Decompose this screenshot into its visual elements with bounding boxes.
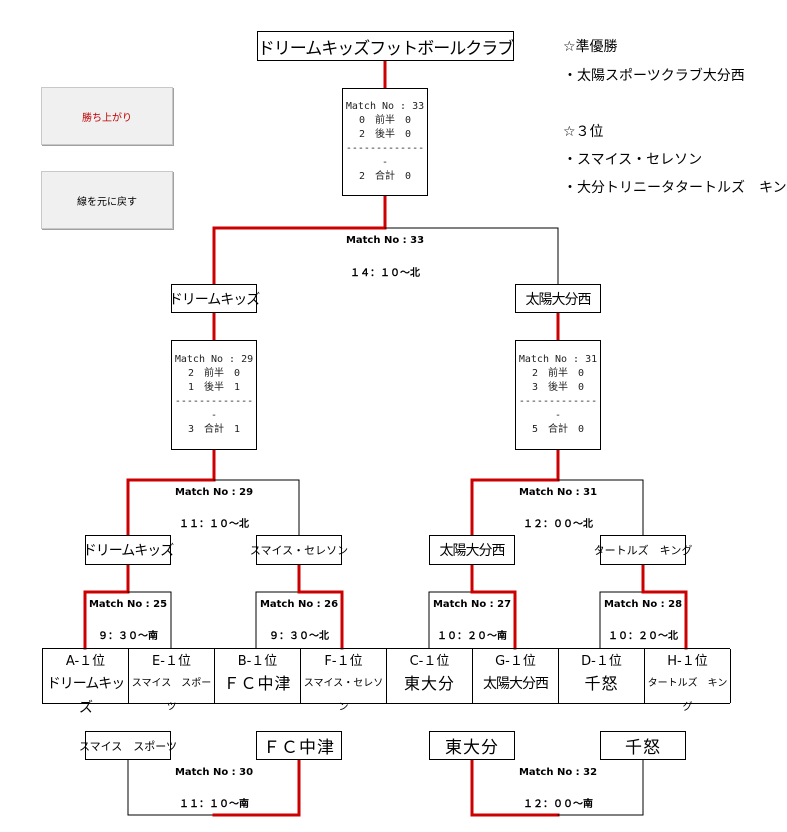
semi-right-score-box: Match No : 31 2 前半 0 3 後半 0 ------------…: [515, 340, 601, 450]
seed-position: H-１位: [667, 654, 708, 669]
consolation-right-team-a: 東大分: [429, 731, 515, 760]
seed-team: スマイス スポーツ: [131, 678, 212, 713]
team-name: 太陽大分西: [525, 291, 592, 308]
seed-position: B-１位: [237, 654, 278, 669]
consolation-left-time: １１：１０～南: [179, 799, 249, 810]
score-separator: --------------: [518, 396, 598, 421]
seed-cell: C-１位 東大分: [387, 649, 473, 703]
score-separator: --------------: [174, 396, 254, 421]
final-match-time: １４：１０～北: [350, 268, 420, 279]
reset-lines-button[interactable]: 線を元に戻す: [41, 171, 173, 229]
score-match-no: Match No : 31: [518, 354, 598, 365]
seed-position: C-１位: [409, 654, 450, 669]
team-name: 東大分: [445, 738, 499, 758]
seed-cell: F-１位 スマイス・セレソン: [301, 649, 387, 713]
team-name: ＦＣ中津: [263, 738, 335, 758]
semi-left-match-label: Match No : 29: [174, 487, 254, 498]
final-match-label: Match No : 33: [345, 235, 425, 246]
team-name: ドリームキッズ: [82, 543, 175, 559]
score-second-half: 2 後半 0: [358, 129, 412, 140]
team-name: 太陽大分西: [439, 543, 506, 559]
seed-team: タートルズ キング: [647, 678, 728, 713]
seed-position: D-１位: [581, 654, 622, 669]
seed-team: 千怒: [584, 674, 619, 693]
score-first-half: 2 前半 0: [531, 368, 585, 379]
qf-25-label: Match No : 25: [88, 599, 168, 610]
team-name: スマイス・セレソン: [249, 544, 349, 557]
seed-team: 太陽大分西: [483, 676, 549, 692]
team-name: スマイス スポーツ: [78, 739, 178, 753]
qf-26-label: Match No : 26: [259, 599, 339, 610]
consolation-right-label: Match No : 32: [518, 767, 598, 778]
qf-25-time: ９：３０～南: [98, 631, 158, 642]
qf-27-label: Match No : 27: [432, 599, 512, 610]
semi-left-score-box: Match No : 29 2 前半 0 1 後半 1 ------------…: [171, 340, 257, 450]
seed-team: ドリームキッズ: [46, 676, 126, 716]
consolation-left-team-b: ＦＣ中津: [256, 731, 342, 760]
team-name: 千怒: [625, 738, 661, 758]
qf-28-label: Match No : 28: [603, 599, 683, 610]
seed-cell: D-１位 千怒: [559, 649, 645, 703]
team-name: タートルズ キング: [593, 544, 693, 557]
seed-position: G-１位: [495, 654, 536, 669]
final-right-team: 太陽大分西: [515, 284, 601, 313]
third-place-heading: ☆３位: [563, 124, 604, 140]
score-match-no: Match No : 29: [174, 354, 254, 365]
seed-cell: G-１位 太陽大分西: [473, 649, 559, 703]
score-match-no: Match No : 33: [345, 101, 425, 112]
score-total: 3 合計 1: [187, 424, 241, 435]
score-first-half: 2 前半 0: [187, 368, 241, 379]
semi-left-match-time: １１：１０～北: [179, 519, 249, 530]
semi-right-team-a: 太陽大分西: [429, 535, 515, 565]
runner-up-heading: ☆準優勝: [563, 39, 618, 55]
score-second-half: 1 後半 1: [187, 382, 241, 393]
seed-position: F-１位: [324, 654, 363, 669]
qf-26-time: ９：３０～北: [269, 631, 329, 642]
score-first-half: 0 前半 0: [358, 115, 412, 126]
seed-cell: B-１位 ＦＣ中津: [215, 649, 301, 703]
seed-team: 東大分: [403, 674, 455, 693]
consolation-right-time: １２：００～南: [523, 799, 593, 810]
score-separator: --------------: [345, 143, 425, 168]
qf-28-time: １０：２０～北: [608, 631, 678, 642]
seed-team: ＦＣ中津: [223, 674, 292, 693]
semi-right-match-label: Match No : 31: [518, 487, 598, 498]
score-second-half: 3 後半 0: [531, 382, 585, 393]
seed-position: A-１位: [65, 654, 106, 669]
semi-left-team-a: ドリームキッズ: [82, 535, 175, 565]
score-total: 5 合計 0: [531, 424, 585, 435]
final-score-box: Match No : 33 0 前半 0 2 後半 0 ------------…: [342, 88, 428, 196]
runner-up-name: ・太陽スポーツクラブ大分西: [563, 68, 745, 84]
seed-cell: H-１位 タートルズ キング: [645, 649, 731, 713]
champion-name: ドリームキッズフットボールクラブ: [257, 38, 514, 59]
semi-left-team-b: スマイス・セレソン: [250, 535, 348, 565]
seed-team: スマイス・セレソン: [303, 678, 384, 713]
seed-cell: E-１位 スマイス スポーツ: [129, 649, 215, 713]
third-place-1: ・スマイス・セレソン: [563, 152, 703, 168]
advance-button[interactable]: 勝ち上がり: [41, 87, 173, 145]
champion-box: ドリームキッズフットボールクラブ: [257, 31, 514, 61]
final-left-team: ドリームキッズ: [168, 284, 261, 313]
seed-table: A-１位 ドリームキッズ E-１位 スマイス スポーツ B-１位 ＦＣ中津 F-…: [42, 648, 731, 716]
semi-right-match-time: １２：００～北: [523, 519, 593, 530]
seed-position: E-１位: [152, 654, 191, 669]
qf-27-time: １０：２０～南: [437, 631, 507, 642]
team-name: ドリームキッズ: [168, 291, 261, 308]
third-place-2: ・大分トリニータタートルズ キング: [563, 180, 787, 196]
consolation-right-team-b: 千怒: [600, 731, 686, 760]
semi-right-team-b: タートルズ キング: [594, 535, 692, 565]
consolation-left-team-a: スマイス スポーツ: [79, 731, 177, 760]
seed-cell: A-１位 ドリームキッズ: [43, 649, 129, 716]
score-total: 2 合計 0: [358, 171, 412, 182]
consolation-left-label: Match No : 30: [174, 767, 254, 778]
